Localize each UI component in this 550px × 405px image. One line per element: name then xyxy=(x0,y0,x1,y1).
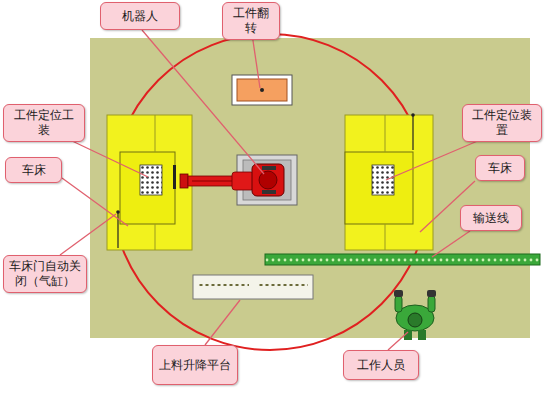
conveyor xyxy=(265,254,540,265)
callout-text: 工件翻转 xyxy=(228,6,274,36)
callout-text: 工件定位工装 xyxy=(9,108,79,138)
callout-text: 车床门自动关闭（气缸） xyxy=(9,259,81,289)
callout-box: 车床 xyxy=(475,155,525,181)
lathe-left xyxy=(107,115,192,250)
callout-box: 工件定位工装 xyxy=(3,104,85,142)
callout-text: 车床 xyxy=(488,161,512,176)
flip-station xyxy=(232,75,292,105)
callout-box: 工作人员 xyxy=(343,350,419,380)
callout-box: 工件定位装置 xyxy=(462,104,542,142)
callout-box: 车床 xyxy=(5,157,62,183)
loading-platform xyxy=(193,275,313,299)
leader-lines xyxy=(60,30,480,350)
callout-text: 工作人员 xyxy=(357,358,405,373)
callout-box: 机器人 xyxy=(100,2,180,30)
callout-box: 上料升降平台 xyxy=(152,345,238,385)
worker xyxy=(394,290,436,340)
lathe-right xyxy=(345,113,433,250)
callout-text: 机器人 xyxy=(122,9,158,24)
callout-text: 上料升降平台 xyxy=(159,358,231,373)
robot xyxy=(180,155,297,205)
callout-box: 车床门自动关闭（气缸） xyxy=(3,255,87,293)
callout-text: 车床 xyxy=(22,163,46,178)
callout-box: 工件翻转 xyxy=(222,2,280,40)
callout-text: 工件定位装置 xyxy=(468,108,536,138)
robot-reach-circle xyxy=(112,34,428,350)
callout-text: 输送线 xyxy=(473,211,509,226)
callout-box: 输送线 xyxy=(460,205,522,231)
